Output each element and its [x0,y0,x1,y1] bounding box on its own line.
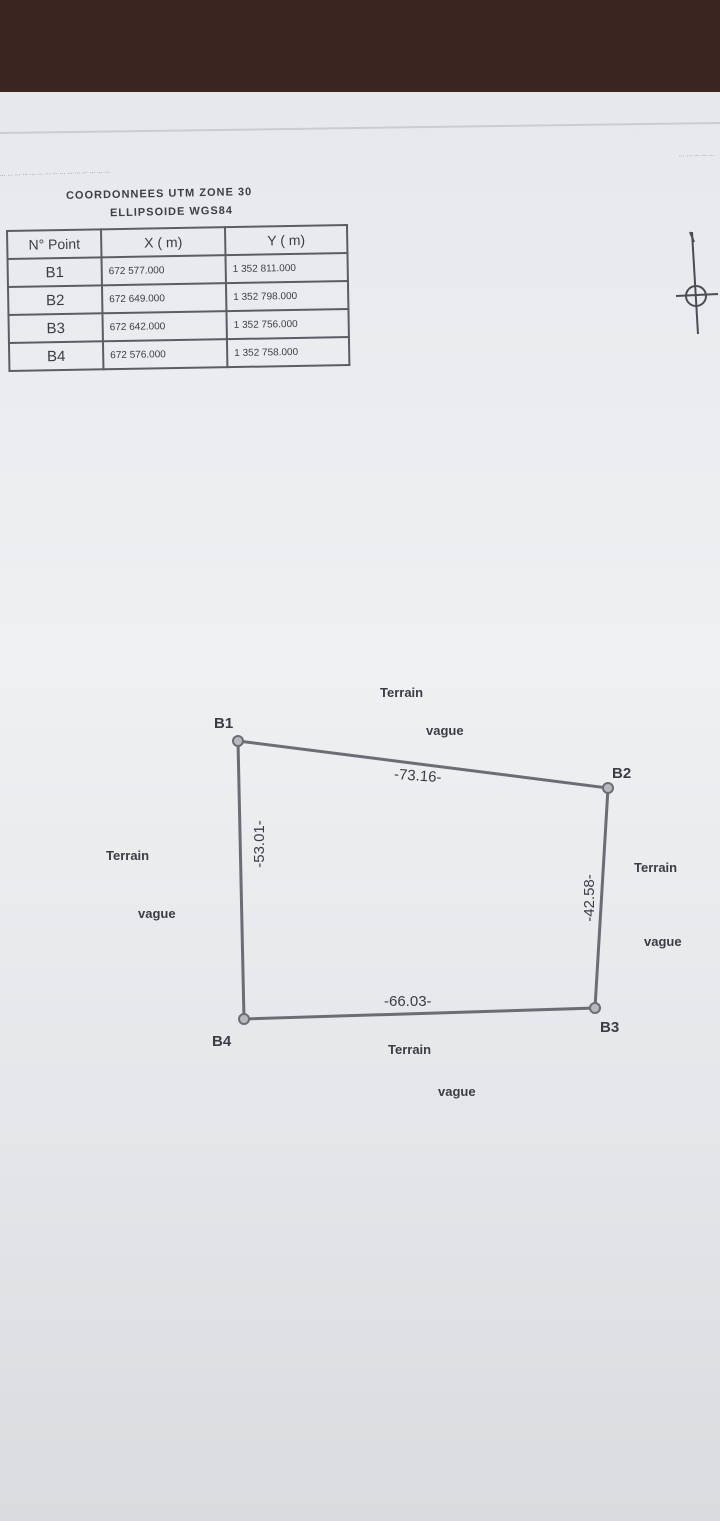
west-neighbor-line2: vague [138,906,176,921]
vertex-b4-marker [238,1013,250,1025]
vertex-b3-marker [589,1002,601,1014]
vertex-b1-label: B1 [214,715,233,732]
west-neighbor-line1: Terrain [106,848,149,863]
vertex-b4-label: B4 [212,1033,232,1050]
north-neighbor-line1: Terrain [380,685,423,700]
north-neighbor-line2: vague [426,723,464,738]
survey-sheet: ... ... ... ... ... ... ... ... ... ... … [0,92,720,1521]
east-neighbor-line2: vague [644,934,682,949]
south-neighbor-line2: vague [438,1084,476,1099]
north-arrow-icon [675,231,719,335]
vertex-b3-label: B3 [600,1019,619,1036]
parcel-plan: B1 B2 B3 B4 -73.16- -66.03- -53.01- -42.… [106,685,682,1099]
vertex-b2-marker [602,782,614,794]
south-neighbor-line1: Terrain [388,1042,431,1057]
vertex-b1-marker [232,735,244,747]
distance-b4-b1: -53.01- [251,820,268,868]
distance-b3-b4: -66.03- [384,993,432,1010]
vertex-b2-label: B2 [612,765,631,782]
distance-b2-b3: -42.58- [581,874,598,922]
distance-b1-b2: -73.16- [393,766,442,786]
east-neighbor-line1: Terrain [634,860,677,875]
